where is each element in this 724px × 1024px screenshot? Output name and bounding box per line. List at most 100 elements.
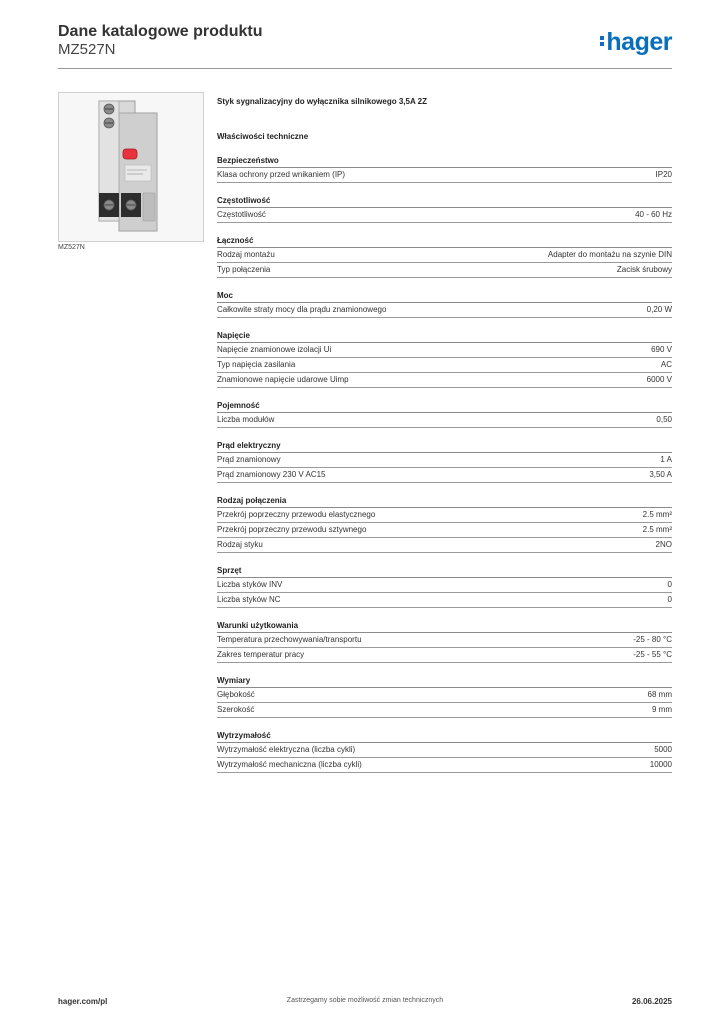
- property-label: Całkowite straty mocy dla prądu znamiono…: [217, 305, 387, 314]
- property-row: Szerokość 9 mm: [217, 703, 672, 718]
- product-image-caption: MZ527N: [58, 244, 85, 251]
- property-value: -25 - 80 °C: [633, 635, 672, 644]
- header-divider: [58, 68, 672, 69]
- footer-website: hager.com/pl: [58, 997, 108, 1006]
- property-value: IP20: [655, 170, 672, 179]
- property-value: AC: [660, 360, 672, 369]
- section-title: Wytrzymałość: [217, 730, 672, 743]
- document-title: Dane katalogowe produktu: [58, 23, 263, 40]
- property-value: 2.5 mm²: [642, 525, 672, 534]
- property-row: Typ napięcia zasilania AC: [217, 358, 672, 373]
- property-label: Liczba styków INV: [217, 580, 283, 589]
- hager-logo: hager: [600, 28, 672, 57]
- property-row: Klasa ochrony przed wnikaniem (IP) IP20: [217, 168, 672, 183]
- property-label: Napięcie znamionowe izolacji Ui: [217, 345, 332, 354]
- property-label: Liczba modułów: [217, 415, 275, 424]
- property-label: Klasa ochrony przed wnikaniem (IP): [217, 170, 346, 179]
- page-header: Dane katalogowe produktu MZ527N hager: [58, 22, 672, 59]
- property-value: 2.5 mm²: [642, 510, 672, 519]
- property-value: 40 - 60 Hz: [635, 210, 672, 219]
- property-row: Częstotliwość 40 - 60 Hz: [217, 208, 672, 223]
- property-value: 9 mm: [652, 705, 672, 714]
- property-label: Zakres temperatur pracy: [217, 650, 305, 659]
- property-label: Prąd znamionowy: [217, 455, 281, 464]
- property-value: -25 - 55 °C: [633, 650, 672, 659]
- property-label: Wytrzymałość mechaniczna (liczba cykli): [217, 760, 362, 769]
- property-row: Wytrzymałość mechaniczna (liczba cykli) 1…: [217, 758, 672, 773]
- property-row: Prąd znamionowy 230 V AC15 3,50 A: [217, 468, 672, 483]
- property-value: 6000 V: [646, 375, 672, 384]
- property-row: Typ połączenia Zacisk śrubowy: [217, 263, 672, 278]
- property-row: Wytrzymałość elektryczna (liczba cykli) 5…: [217, 743, 672, 758]
- property-label: Rodzaj styku: [217, 540, 263, 549]
- footer-date: 26.06.2025: [631, 997, 672, 1006]
- property-row: Rodzaj styku 2NO: [217, 538, 672, 553]
- property-label: Typ połączenia: [217, 265, 271, 274]
- section-title: Wymiary: [217, 675, 672, 688]
- property-label: Typ napięcia zasilania: [217, 360, 296, 369]
- property-value: 0,50: [656, 415, 672, 424]
- property-label: Głębokość: [217, 690, 255, 699]
- property-row: Całkowite straty mocy dla prądu znamiono…: [217, 303, 672, 318]
- property-value: Zacisk śrubowy: [616, 265, 672, 274]
- property-value: 3,50 A: [649, 470, 672, 479]
- property-value: 0: [667, 580, 672, 589]
- property-value: 2NO: [655, 540, 672, 549]
- property-label: Częstotliwość: [217, 210, 266, 219]
- property-row: Przekrój poprzeczny przewodu sztywnego 2.…: [217, 523, 672, 538]
- section-title: Częstotliwość: [217, 195, 672, 208]
- section-title: Moc: [217, 290, 672, 303]
- section-title: Rodzaj połączenia: [217, 495, 672, 508]
- property-label: Przekrój poprzeczny przewodu sztywnego: [217, 525, 367, 534]
- product-description: Styk sygnalizacyjny do wyłącznika silnik…: [217, 97, 428, 106]
- property-row: Prąd znamionowy 1 A: [217, 453, 672, 468]
- property-value: 0: [667, 595, 672, 604]
- section-title: Warunki użytkowania: [217, 620, 672, 633]
- property-label: Temperatura przechowywania/transportu: [217, 635, 362, 644]
- property-row: Liczba modułów 0,50: [217, 413, 672, 428]
- logo-text: hager: [606, 28, 672, 56]
- product-details: Styk sygnalizacyjny do wyłącznika silnik…: [217, 97, 672, 773]
- property-row: Rodzaj montażu Adapter do montażu na szyn…: [217, 248, 672, 263]
- section-title: Pojemność: [217, 400, 672, 413]
- property-row: Liczba styków INV 0: [217, 578, 672, 593]
- section-title: Napięcie: [217, 330, 672, 343]
- footer-disclaimer: Zastrzegamy sobie możliwość zmian techni…: [286, 997, 444, 1004]
- property-row: Temperatura przechowywania/transportu -25…: [217, 633, 672, 648]
- property-value: 10000: [649, 760, 672, 769]
- property-label: Znamionowe napięcie udarowe Uimp: [217, 375, 349, 384]
- property-value: Adapter do montażu na szynie DIN: [547, 250, 672, 259]
- property-label: Szerokość: [217, 705, 255, 714]
- property-label: Wytrzymałość elektryczna (liczba cykli): [217, 745, 356, 754]
- property-label: Rodzaj montażu: [217, 250, 275, 259]
- property-label: Przekrój poprzeczny przewodu elastyczneg…: [217, 510, 376, 519]
- properties-title: Właściwości techniczne: [217, 132, 309, 141]
- auxiliary-contact-icon: [59, 93, 203, 241]
- property-value: 1 A: [660, 455, 672, 464]
- section-title: Bezpieczeństwo: [217, 155, 672, 168]
- logo-dots-icon: [600, 34, 605, 48]
- property-row: Przekrój poprzeczny przewodu elastyczneg…: [217, 508, 672, 523]
- property-label: Prąd znamionowy 230 V AC15: [217, 470, 326, 479]
- property-row: Znamionowe napięcie udarowe Uimp 6000 V: [217, 373, 672, 388]
- section-title: Łączność: [217, 235, 672, 248]
- property-value: 0,20 W: [646, 305, 672, 314]
- property-value: 5000: [654, 745, 672, 754]
- product-image: [58, 92, 204, 242]
- property-value: 68 mm: [647, 690, 672, 699]
- section-title: Sprzęt: [217, 565, 672, 578]
